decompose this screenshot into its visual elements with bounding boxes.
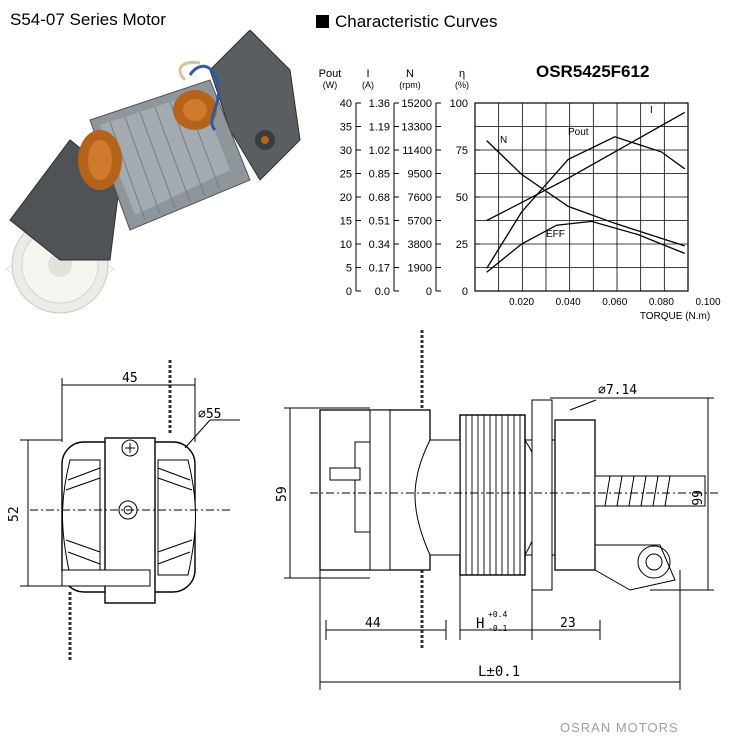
axis-tick-3-1: 75 [456,145,468,157]
axis-tick-2-1: 13300 [401,122,432,134]
square-bullet-icon [316,15,329,28]
dim-height-52: 52 [7,506,22,522]
dim-len-23: 23 [560,616,576,631]
dim-height-66: 66 [688,490,703,506]
axis-label-3: η [459,68,465,80]
copper-winding-icon [78,90,217,190]
model-number: OSR5425F612 [536,62,650,81]
dim-len-44: 44 [365,616,381,631]
dim-h-main: H [476,616,484,632]
dim-height-59: 59 [275,486,290,502]
axis-unit-3: (%) [455,80,469,90]
x-tick-0: 0.020 [509,297,534,308]
worm-shaft [594,475,706,507]
axis-tick-1-5: 0.51 [369,216,390,228]
brand-footer: OSRAN MOTORS [560,720,679,735]
x-axis-label: TORQUE (N.m) [640,311,710,322]
curves-title: Characteristic Curves [316,12,498,32]
axis-tick-3-3: 25 [456,239,468,251]
axis-tick-0-3: 25 [340,169,352,181]
axis-tick-1-2: 1.02 [369,145,390,157]
axis-tick-2-0: 15200 [401,98,432,110]
axis-tick-1-8: 0.0 [375,286,390,298]
curves-title-text: Characteristic Curves [335,12,498,31]
axis-tick-2-7: 1900 [408,263,432,275]
axis-tick-0-6: 10 [340,239,352,251]
axis-unit-1: (A) [362,80,374,90]
motor-photo [5,30,301,314]
axis-tick-3-0: 100 [450,98,468,110]
axis-tick-1-7: 0.17 [369,263,390,275]
axis-tick-1-3: 0.85 [369,169,390,181]
axis-tick-1-0: 1.36 [369,98,390,110]
series-label-n: N [500,135,507,146]
dim-dia-55: ⌀55 [198,407,221,422]
series-line-pout [486,136,686,269]
axis-label-0: Pout [319,68,342,80]
axis-tick-2-2: 11400 [402,145,432,157]
axis-tick-3-4: 0 [462,286,468,298]
axis-tick-2-3: 9500 [408,169,432,181]
axis-tick-1-1: 1.19 [369,122,390,134]
axis-tick-0-7: 5 [346,263,352,275]
series-label-eff: EFF [546,229,565,240]
axis-label-1: I [366,68,369,80]
axis-tick-2-8: 0 [426,286,432,298]
x-tick-1: 0.040 [556,297,581,308]
series-line-i [486,111,686,222]
dim-len-L: L±0.1 [478,664,520,680]
axis-tick-2-4: 7600 [408,192,432,204]
series-label-i: I [650,105,653,116]
series-line-n [486,140,685,247]
axis-tick-0-0: 40 [340,98,352,110]
front-view-drawing: 45 52 ⌀55 [7,360,240,660]
x-tick-3: 0.080 [649,297,674,308]
characteristic-chart: Pout(W)4035302520151050I(A)1.361.191.020… [319,68,721,322]
dim-h-plus: +0.4 [488,610,507,619]
x-tick-2: 0.060 [602,297,627,308]
axis-tick-1-4: 0.68 [369,192,390,204]
series-label-pout: Pout [568,127,589,138]
side-view-drawing: 59 66 ⌀7.14 44 H +0.4 -0.1 23 L±0.1 [275,330,720,690]
page-title: S54-07 Series Motor [10,10,166,29]
axis-unit-2: (rpm) [399,80,421,90]
stator-stack [459,414,526,576]
axis-label-2: N [406,68,414,80]
dim-h-minus: -0.1 [488,624,507,633]
dim-width-45: 45 [122,371,138,386]
axis-tick-1-6: 0.34 [369,239,390,251]
axis-tick-2-5: 5700 [408,216,432,228]
axis-tick-2-6: 3800 [408,239,432,251]
axis-unit-0: (W) [323,80,338,90]
series-line-eff [486,220,685,273]
x-tick-4: 0.100 [695,297,720,308]
axis-tick-0-1: 35 [340,122,352,134]
motor-illustration-icon [5,30,301,314]
axis-tick-3-2: 50 [456,192,468,204]
axis-tick-0-5: 15 [340,216,352,228]
axis-tick-0-8: 0 [346,286,352,298]
axis-tick-0-4: 20 [340,192,352,204]
axis-tick-0-2: 30 [340,145,352,157]
dim-dia-714: ⌀7.14 [598,383,637,398]
